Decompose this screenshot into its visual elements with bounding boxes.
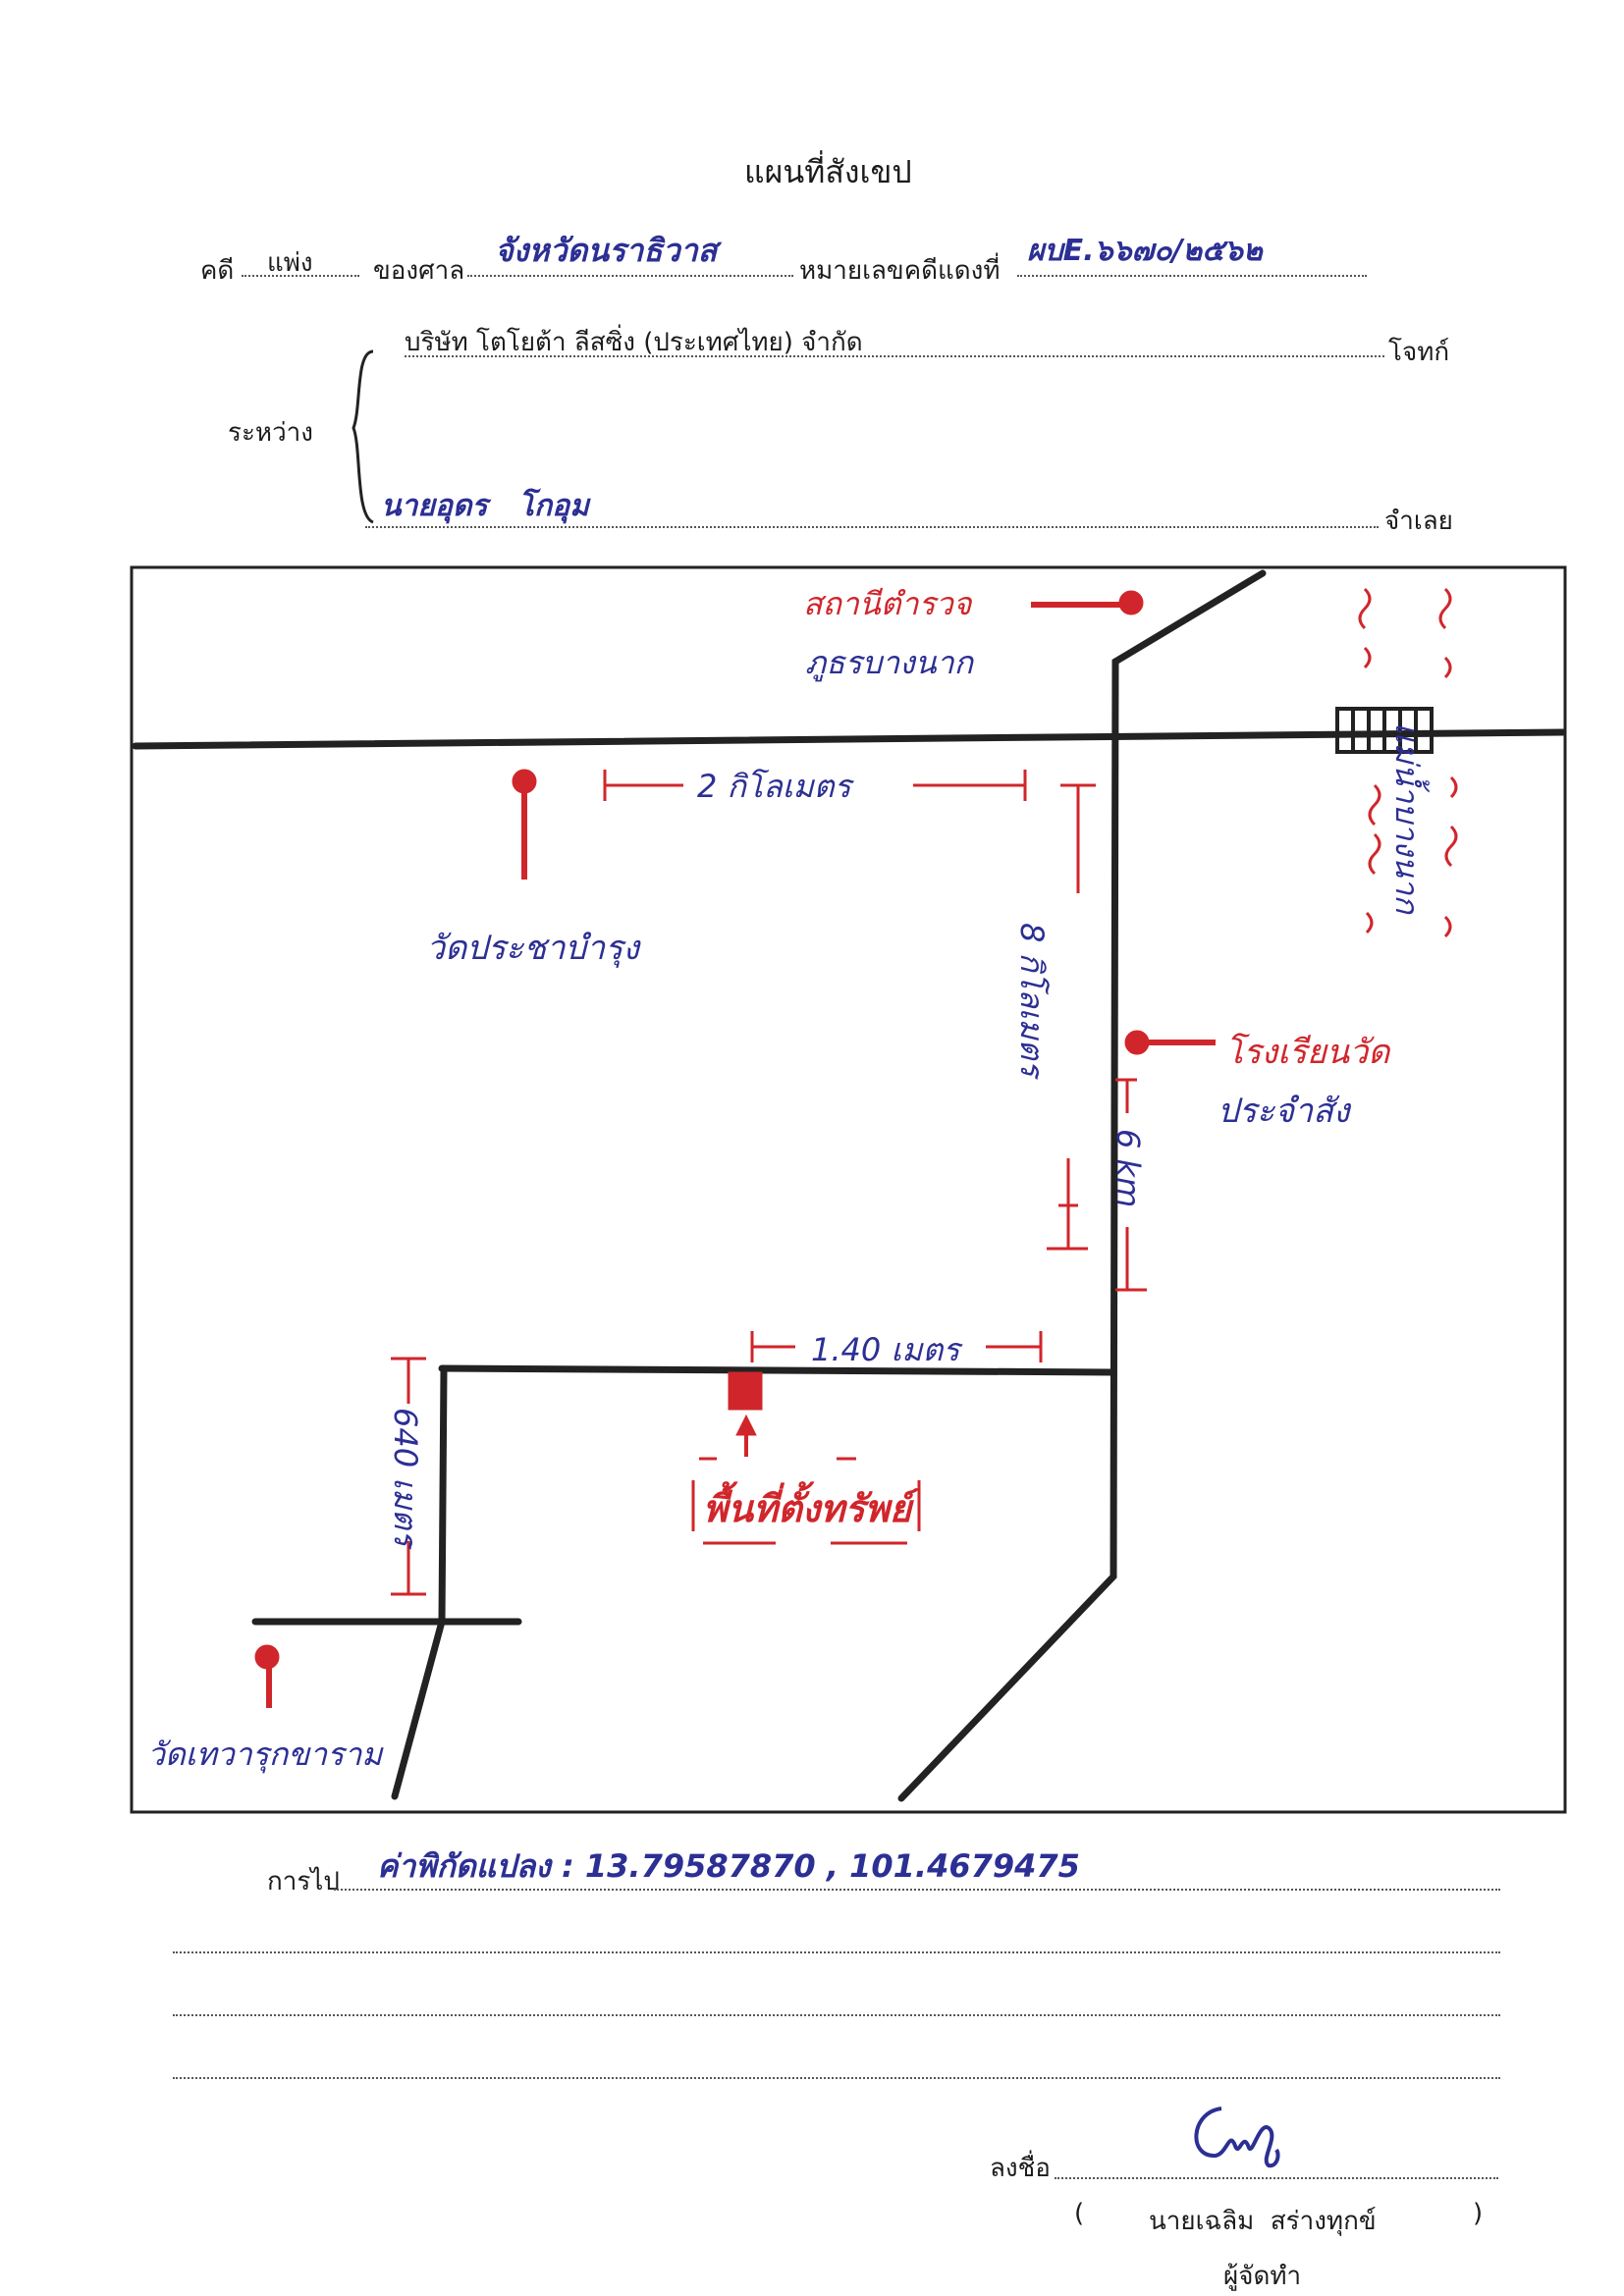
page-title: แผนที่สังเขป <box>744 153 912 190</box>
plaintiff-name: บริษัท โตโยต้า ลีสซิ่ง (ประเทศไทย) จำกัด <box>405 328 863 357</box>
signature-close-paren: ) <box>1473 2199 1484 2228</box>
temple-top-label: วัดประชาบำรุง <box>426 929 639 968</box>
property-box <box>691 1457 921 1545</box>
case-type-line <box>242 275 359 277</box>
branch-road <box>438 1364 1117 1376</box>
marker-school <box>1124 1030 1216 1055</box>
directions-line-4 <box>173 2077 1500 2079</box>
distance-6km-label: 6 km <box>1110 1129 1147 1208</box>
river <box>1358 587 1458 938</box>
school-label-2: ประจำสัง <box>1218 1092 1350 1131</box>
marker-police <box>1031 590 1144 615</box>
marker-temple-top <box>512 769 537 880</box>
sketch-map <box>130 565 1567 1814</box>
signature-name: นายเฉลิม สร่างทุกข์ <box>1149 2207 1377 2236</box>
main-vertical-road <box>897 569 1267 1802</box>
distance-640m-label: 640 เมตร <box>387 1408 424 1547</box>
court-line <box>467 275 793 277</box>
signature-role: ผู้จัดทำ <box>1223 2262 1302 2291</box>
map-frame <box>130 565 1567 1814</box>
river-label: แม่น้ำบางนาก <box>1388 722 1426 914</box>
signature-label: ลงชื่อ <box>990 2154 1051 2183</box>
temple-bottom-label: วัดเทวารุกขาราม <box>147 1735 383 1773</box>
court-value: จังหวัดนราธิวาส <box>495 232 718 269</box>
distance-2km-label: 2 กิโลเมตร <box>697 768 851 805</box>
defendant-label: จำเลย <box>1384 507 1453 536</box>
plaintiff-label: โจทก์ <box>1388 338 1450 367</box>
signature-line <box>1055 2177 1498 2179</box>
distance-140m-label: 1.40 เมตร <box>811 1331 960 1368</box>
court-label: ของศาล <box>373 256 465 286</box>
marker-property <box>728 1371 763 1457</box>
red-number-line <box>1017 275 1367 277</box>
rail-crossing <box>1335 707 1434 754</box>
between-label: ระหว่าง <box>228 418 313 448</box>
brace <box>352 349 374 524</box>
defendant-line <box>365 526 1379 528</box>
distance-8km-label: 8 กิโลเมตร <box>1013 923 1051 1077</box>
directions-label: การไป <box>267 1867 340 1896</box>
defendant-name: นายอุดร โกอุม <box>381 489 589 523</box>
directions-line-2 <box>173 1951 1500 1953</box>
coordinates-value: ค่าพิกัดแปลง : 13.79587870 , 101.4679475 <box>377 1847 1080 1885</box>
school-label-1: โรงเรียนวัด <box>1225 1033 1390 1072</box>
main-horizontal-road <box>132 728 1567 750</box>
red-number-value: ผบE.๖๖๗๐/๒๕๖๒ <box>1027 234 1263 268</box>
plaintiff-line <box>405 355 1384 357</box>
case-type: แพ่ง <box>267 248 313 278</box>
police-station-label-1: สถานีตำรวจ <box>803 585 972 622</box>
marker-temple-bottom <box>254 1644 280 1708</box>
police-station-label-2: ภูธรบางนาก <box>805 644 973 681</box>
directions-line-3 <box>173 2014 1500 2016</box>
red-number-label: หมายเลขคดีแดงที่ <box>799 256 1001 286</box>
directions-line-1 <box>334 1889 1500 1891</box>
property-label: พื้นที่ตั้งทรัพย์ <box>703 1487 912 1530</box>
signature-open-paren: ( <box>1074 2199 1085 2228</box>
case-label: คดี <box>200 256 235 286</box>
signature-scribble <box>1194 2107 1280 2168</box>
